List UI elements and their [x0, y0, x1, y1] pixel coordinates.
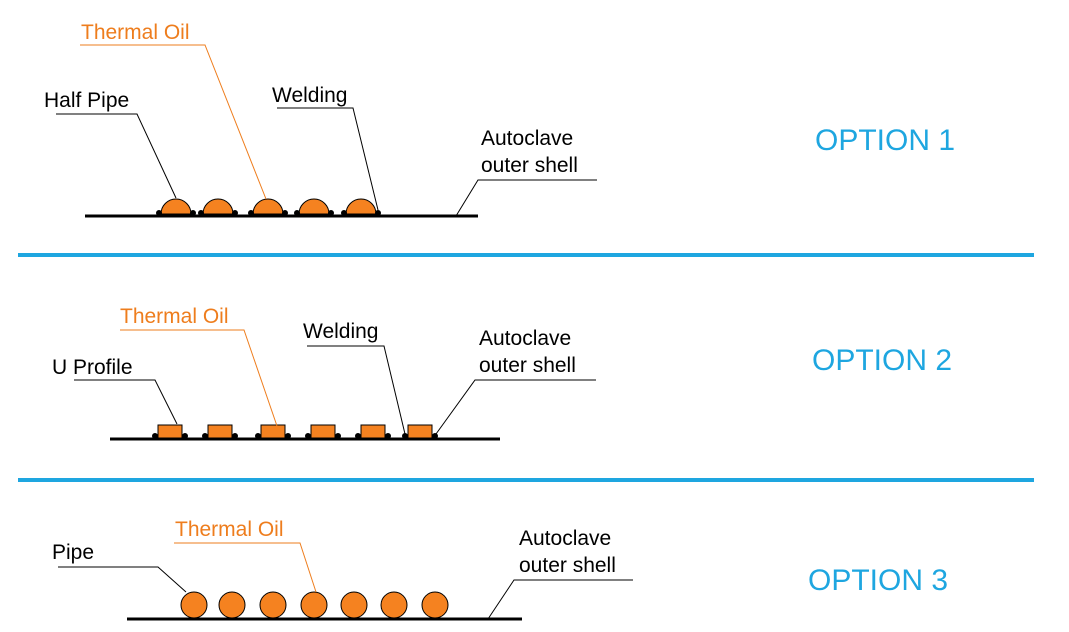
shell-label-line1: Autoclave [479, 327, 571, 350]
weld-dot [198, 210, 204, 216]
half-pipe-leader [56, 113, 177, 199]
option-1-title: OPTION 1 [815, 124, 955, 157]
weld-dot [402, 433, 408, 439]
weld-dot [282, 210, 288, 216]
thermal-oil-leader [80, 44, 267, 200]
half-pipes [160, 198, 377, 215]
weld-dot [355, 433, 361, 439]
half-pipe [202, 198, 234, 215]
shell-label-line2: outer shell [481, 154, 578, 177]
half-pipe [345, 198, 377, 215]
u-profile [260, 424, 286, 439]
weld-dot [432, 433, 438, 439]
u-profile-leader [74, 379, 178, 425]
option-2-section: Thermal Oil U Profile Welding Autoclave … [52, 305, 952, 441]
pipe [380, 591, 408, 619]
u-profile-label: U Profile [52, 356, 133, 379]
welding-label: Welding [303, 320, 379, 343]
weld-dot [375, 210, 381, 216]
pipe [300, 591, 328, 619]
u-profile [360, 424, 386, 439]
option-3-section: Thermal Oil Pipe Autoclave outer shell O… [52, 518, 948, 621]
pipes [180, 591, 449, 619]
welding-leader [277, 107, 379, 211]
u-profile [407, 424, 433, 439]
shell-leader [435, 379, 596, 435]
welding-label: Welding [272, 84, 348, 107]
welding-leader [307, 345, 406, 435]
weld-dot [335, 433, 341, 439]
option-1-section: Thermal Oil Half Pipe Welding Autoclave … [44, 21, 955, 218]
weld-dot [294, 210, 300, 216]
thermal-oil-leader [174, 542, 317, 593]
weld-dot [202, 433, 208, 439]
shell-leader [455, 179, 597, 217]
half-pipe [298, 198, 330, 215]
u-profiles [157, 424, 433, 439]
thermal-oil-label: Thermal Oil [120, 305, 229, 328]
weld-dot [182, 433, 188, 439]
weld-dot [156, 210, 162, 216]
weld-dot [305, 433, 311, 439]
pipe [180, 591, 208, 619]
u-profile [310, 424, 336, 439]
shell-label-line1: Autoclave [519, 527, 611, 550]
u-profile [157, 424, 183, 439]
pipe [340, 591, 368, 619]
shell-label-line2: outer shell [519, 554, 616, 577]
weld-dot [385, 433, 391, 439]
weld-dot [152, 433, 158, 439]
pipe [421, 591, 449, 619]
shell-label-line1: Autoclave [481, 127, 573, 150]
weld-dot [232, 210, 238, 216]
weld-dot [255, 433, 261, 439]
welding-dots [152, 433, 438, 439]
thermal-oil-label: Thermal Oil [81, 21, 190, 44]
weld-dot [285, 433, 291, 439]
thermal-oil-label: Thermal Oil [175, 518, 284, 541]
thermal-oil-leader [120, 329, 278, 427]
shell-leader [487, 579, 633, 620]
shell-label-line2: outer shell [479, 354, 576, 377]
pipe-label: Pipe [52, 541, 94, 564]
welding-dots [156, 210, 381, 216]
half-pipe [252, 198, 284, 215]
weld-dot [232, 433, 238, 439]
option-2-title: OPTION 2 [812, 344, 952, 377]
option-3-title: OPTION 3 [808, 564, 948, 597]
pipe-leader [58, 566, 187, 593]
half-pipe-label: Half Pipe [44, 89, 129, 112]
weld-dot [328, 210, 334, 216]
half-pipe [160, 198, 192, 215]
u-profile [207, 424, 233, 439]
pipe [259, 591, 287, 619]
weld-dot [341, 210, 347, 216]
pipe [218, 591, 246, 619]
weld-dot [190, 210, 196, 216]
weld-dot [248, 210, 254, 216]
